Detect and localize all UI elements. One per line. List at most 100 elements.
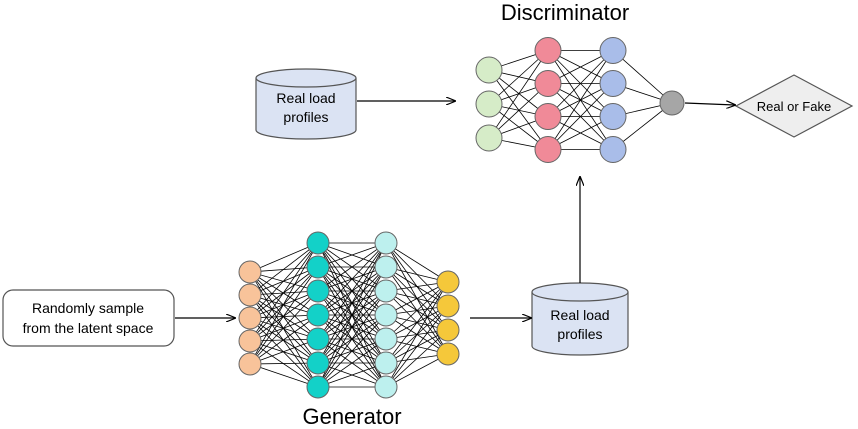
generator-connection bbox=[249, 340, 319, 388]
generator-connection bbox=[317, 362, 387, 388]
latent-input-line2: from the latent space bbox=[23, 320, 154, 336]
generator-layer-4-node bbox=[436, 294, 460, 318]
real-or-fake-label: Real or Fake bbox=[757, 99, 831, 114]
generator-connection bbox=[385, 353, 449, 388]
generator-layer-2-node bbox=[306, 327, 330, 351]
discriminator-connection bbox=[488, 50, 549, 139]
generator-connection bbox=[385, 281, 449, 364]
generator-layer-1-node bbox=[238, 260, 262, 284]
generator-connection bbox=[249, 271, 319, 316]
generator-connection bbox=[249, 242, 319, 365]
generator-connections bbox=[249, 242, 449, 388]
real-profiles-bottom-line1: Real load bbox=[550, 307, 609, 323]
discriminator-title: Discriminator bbox=[501, 0, 629, 25]
generator-connection bbox=[317, 242, 387, 292]
discriminator-layer-4-node bbox=[659, 90, 685, 116]
generator-connection bbox=[317, 314, 387, 388]
generator-layer-2-node bbox=[306, 255, 330, 279]
generator-layer-4-node bbox=[436, 342, 460, 366]
generator-connection bbox=[385, 281, 449, 340]
generator-layer-3-node bbox=[374, 375, 398, 399]
generator-connection bbox=[249, 242, 319, 296]
generator-connection bbox=[249, 340, 319, 364]
real-profiles-database-top: Real load profiles bbox=[255, 68, 357, 140]
generator-connection bbox=[249, 294, 319, 388]
generator-layer-1-node bbox=[238, 283, 262, 307]
discriminator-layer-2-node bbox=[534, 37, 562, 64]
generator-connection bbox=[385, 329, 449, 388]
generator-layer-3-node bbox=[374, 303, 398, 327]
generator-connection bbox=[249, 242, 319, 273]
generator-layer-2-node bbox=[306, 279, 330, 303]
generator-connection bbox=[249, 314, 319, 365]
latent-input-line1: Randomly sample bbox=[32, 300, 144, 316]
generator-connection bbox=[249, 363, 319, 388]
discriminator-network bbox=[475, 37, 685, 163]
generator-connection bbox=[317, 338, 387, 388]
discriminator-layer-3-node bbox=[599, 70, 627, 97]
discriminator-layer-2-node bbox=[534, 136, 562, 163]
generator-layer-3-node bbox=[374, 279, 398, 303]
generator-connection bbox=[317, 242, 387, 268]
generator-connection bbox=[249, 294, 319, 364]
generator-layer-1-node bbox=[238, 352, 262, 376]
generator-layer-4-node bbox=[436, 318, 460, 342]
discriminator-layer-2-node bbox=[534, 103, 562, 130]
generator-connection bbox=[249, 317, 319, 364]
generator-connection bbox=[385, 281, 449, 388]
discriminator-connection bbox=[547, 83, 614, 150]
generator-connection bbox=[317, 290, 387, 388]
generator-layer-2-node bbox=[306, 375, 330, 399]
generator-connection bbox=[249, 294, 319, 316]
generator-connection bbox=[249, 242, 319, 319]
discriminator-layer-1-node bbox=[475, 124, 503, 152]
discriminator-layer-1-node bbox=[475, 56, 503, 84]
generator-layer-3-node bbox=[374, 351, 398, 375]
discriminator-connections bbox=[488, 50, 673, 150]
generator-connection bbox=[385, 281, 449, 316]
arrow-discriminator-to-output bbox=[684, 103, 735, 105]
real-or-fake-output: Real or Fake bbox=[734, 74, 854, 138]
generator-connection bbox=[249, 271, 319, 364]
generator-connection bbox=[249, 338, 319, 365]
generator-connection bbox=[317, 242, 387, 364]
generator-layer-2-node bbox=[306, 303, 330, 327]
generator-network bbox=[238, 231, 460, 399]
discriminator-layer-2-node bbox=[534, 70, 562, 97]
generator-connection bbox=[317, 242, 387, 340]
generator-connection bbox=[385, 305, 449, 388]
generator-connection bbox=[249, 271, 319, 340]
generator-connection bbox=[385, 242, 449, 283]
generator-layer-3-node bbox=[374, 327, 398, 351]
generator-connection bbox=[249, 294, 319, 340]
generator-title: Generator bbox=[302, 404, 401, 429]
real-profiles-top-line2: profiles bbox=[283, 109, 328, 125]
generator-layer-2-node bbox=[306, 351, 330, 375]
generator-connection bbox=[249, 290, 319, 365]
generator-connection bbox=[249, 317, 319, 340]
discriminator-connection bbox=[547, 50, 614, 150]
generator-connection bbox=[249, 317, 319, 388]
generator-layer-1-node bbox=[238, 329, 262, 353]
generator-connection bbox=[249, 242, 319, 342]
discriminator-layer-3-node bbox=[599, 136, 627, 163]
generator-connection bbox=[317, 266, 387, 388]
real-profiles-database-bottom: Real load profiles bbox=[531, 282, 629, 356]
generator-layer-1-node bbox=[238, 306, 262, 330]
latent-space-input-box: Randomly sample from the latent space bbox=[2, 289, 175, 347]
discriminator-layer-3-node bbox=[599, 37, 627, 64]
generator-connection bbox=[249, 266, 319, 365]
real-profiles-bottom-line2: profiles bbox=[557, 326, 602, 342]
generator-layer-3-node bbox=[374, 255, 398, 279]
discriminator-layer-1-node bbox=[475, 90, 503, 118]
discriminator-connection bbox=[488, 69, 549, 150]
discriminator-layer-3-node bbox=[599, 103, 627, 130]
generator-layer-3-node bbox=[374, 231, 398, 255]
generator-connection bbox=[317, 242, 387, 316]
generator-layer-4-node bbox=[436, 270, 460, 294]
discriminator-connection bbox=[547, 50, 614, 117]
generator-connection bbox=[249, 271, 319, 292]
generator-layer-2-node bbox=[306, 231, 330, 255]
real-profiles-top-line1: Real load bbox=[276, 90, 335, 106]
